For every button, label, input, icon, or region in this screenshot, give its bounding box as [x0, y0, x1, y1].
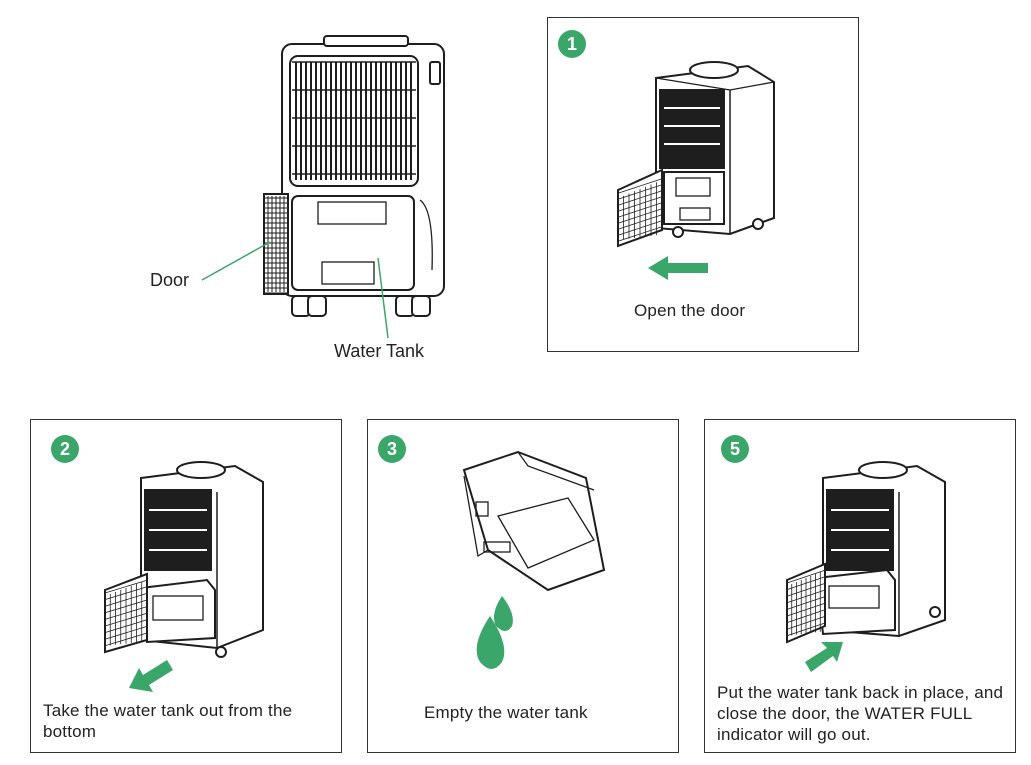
step-2-panel: 2 Take the water tank out from the botto… [30, 419, 342, 753]
step-5-caption: Put the water tank back in place, and cl… [717, 683, 1004, 744]
door-label: Door [150, 270, 190, 290]
step-3-caption: Empty the water tank [424, 703, 588, 722]
arrow-left-icon [648, 256, 708, 280]
dehumidifier-door-open-illustration [617, 61, 775, 280]
arrow-up-right-icon [805, 642, 843, 672]
dehumidifier-tank-in-illustration [786, 461, 946, 672]
step-1-panel: 1 Open the door [547, 17, 859, 352]
step-2-badge: 2 [51, 435, 79, 463]
step-3-panel: 3 Empty the water tank [367, 419, 679, 753]
step-1-badge: 1 [558, 30, 586, 58]
water-drop-icon [494, 596, 513, 631]
water-tank-label: Water Tank [334, 341, 425, 361]
dehumidifier-tank-out-illustration [104, 461, 264, 692]
step-5-panel: 5 Put the water tank back in place, and … [704, 419, 1016, 753]
water-tank-illustration [462, 450, 606, 669]
step-1-caption: Open the door [634, 301, 746, 320]
step-2-caption: Take the water tank out from the bottom [43, 701, 293, 741]
water-drop-icon [476, 616, 505, 669]
step-3-badge: 3 [378, 435, 406, 463]
arrow-down-left-icon [129, 660, 173, 692]
step-5-badge: 5 [721, 435, 749, 463]
